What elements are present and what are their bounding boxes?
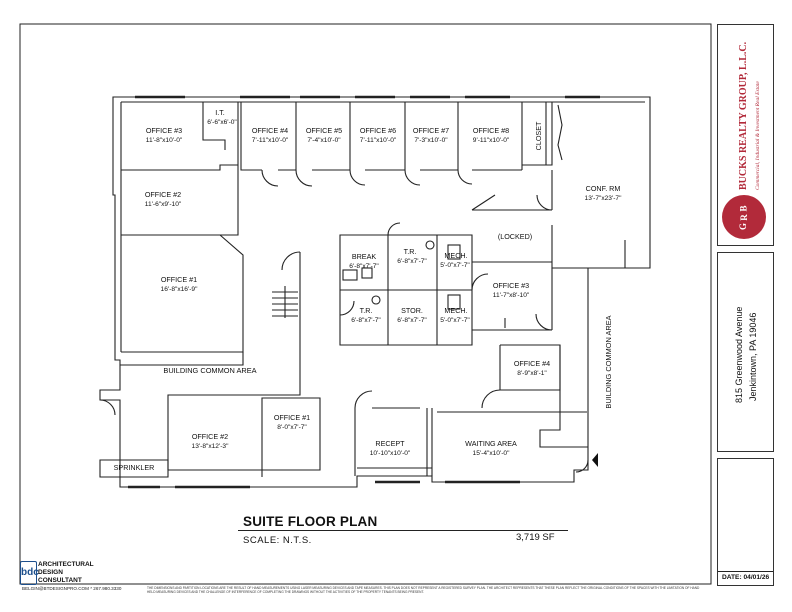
- room-stor-name: STOR.: [401, 306, 423, 315]
- room-break-dim: 6'-8"x7'-7": [349, 263, 379, 270]
- date-panel: [717, 458, 774, 586]
- room-office5-dim: 7'-4"x10'-0": [307, 137, 341, 144]
- room-office2-bottom-name: OFFICE #2: [192, 432, 228, 441]
- room-office4-top-name: OFFICE #4: [252, 126, 288, 135]
- plan-title: SUITE FLOOR PLAN: [243, 514, 378, 529]
- room-office1-left-name: OFFICE #1: [161, 275, 197, 284]
- plan-scale: SCALE: N.T.S.: [243, 535, 312, 546]
- room-mech1-dim: 5'-0"x7'-7": [440, 262, 470, 269]
- room-bca-right-name: BUILDING COMMON AREA: [604, 315, 613, 408]
- room-sprinkler-name: SPRINKLER: [114, 463, 155, 472]
- room-stor-dim: 6'-8"x7'-7": [397, 317, 427, 324]
- room-office5-name: OFFICE #5: [306, 126, 342, 135]
- walls: [99, 95, 651, 489]
- room-office3-right-dim: 11'-7"x8'-10": [493, 292, 530, 299]
- room-recept-dim: 10'-10"x10'-0": [370, 450, 411, 457]
- room-office2-left-dim: 11'-6"x9'-10": [145, 201, 182, 208]
- room-waiting-dim: 15'-4"x10'-0": [473, 450, 511, 457]
- room-office3-right-name: OFFICE #3: [493, 281, 529, 290]
- room-mech2-name: MECH.: [444, 306, 467, 315]
- designer-name: ARCHITECTURAL DESIGN CONSULTANT: [38, 561, 94, 585]
- room-recept-name: RECEPT: [375, 439, 405, 448]
- room-closet-name: CLOSET: [534, 121, 543, 150]
- entry-arrow-icon: [592, 453, 598, 467]
- logo-letter: B: [738, 204, 749, 212]
- room-office2-left-name: OFFICE #2: [145, 190, 181, 199]
- room-it-name: I.T.: [215, 108, 225, 117]
- sheet-border: [19, 23, 712, 585]
- company-tagline: Commercial, Industrial & Investment Real…: [755, 81, 761, 190]
- room-mech2-dim: 5'-0"x7'-7": [440, 317, 470, 324]
- designer-name-line: ARCHITECTURAL: [38, 561, 94, 568]
- room-office6-name: OFFICE #6: [360, 126, 396, 135]
- room-tr1-name: T.R.: [404, 247, 417, 256]
- room-office3-left-dim: 11'-8"x10'-0": [146, 137, 183, 144]
- room-office2-bottom-dim: 13'-8"x12'-3": [192, 443, 230, 450]
- room-office7-dim: 7'-3"x10'-0": [414, 137, 448, 144]
- room-office4-right-dim: 8'-9"x8'-1": [517, 370, 547, 377]
- designer-name-line: CONSULTANT: [38, 577, 82, 584]
- room-it-dim: 6'-6"x6'-0": [207, 119, 237, 126]
- address-panel: 815 Greenwood Avenue Jenkintown, PA 1904…: [717, 252, 774, 452]
- room-tr1-dim: 6'-8"x7'-7": [397, 258, 427, 265]
- company-name: BUCKS REALTY GROUP, L.L.C.: [738, 41, 749, 190]
- room-office4-right-name: OFFICE #4: [514, 359, 550, 368]
- room-office1-bottom-dim: 8'-0"x7'-7": [277, 424, 307, 431]
- logo-letter: R: [738, 213, 749, 221]
- room-tr2-dim: 6'-8"x7'-7": [351, 317, 381, 324]
- title-underline: [238, 530, 568, 532]
- address-line-2: Jenkintown, PA 19046: [748, 312, 758, 401]
- company-panel: B R G BUCKS REALTY GROUP, L.L.C. Commerc…: [717, 24, 774, 246]
- room-office8-dim: 9'-11"x10'-0": [473, 137, 510, 144]
- date-divider: [718, 571, 773, 572]
- designer-contact: BELGIN@BTDESIGNPRO.COM * 267.980.3330: [22, 586, 122, 591]
- designer-name-line: DESIGN: [38, 569, 63, 576]
- designer-logo-icon: bdc: [20, 561, 39, 585]
- room-office8-name: OFFICE #8: [473, 126, 509, 135]
- room-conf-name: CONF. RM: [586, 184, 621, 193]
- logo-letter: G: [738, 222, 749, 230]
- room-tr2-name: T.R.: [360, 306, 373, 315]
- disclaimer-text: THE DIMENSIONS AND PARTITION LOCATIONS A…: [147, 586, 700, 594]
- room-office1-left-dim: 16'-8"x16'-9": [161, 286, 199, 293]
- room-waiting-name: WAITING AREA: [465, 439, 517, 448]
- room-break-name: BREAK: [352, 252, 377, 261]
- room-office3-left-name: OFFICE #3: [146, 126, 182, 135]
- room-mech1-name: MECH.: [444, 251, 467, 260]
- room-office4-top-dim: 7'-11"x10'-0": [252, 137, 289, 144]
- room-labels: OFFICE #3 11'-8"x10'-0" I.T. 6'-6"x6'-0"…: [114, 108, 622, 472]
- plan-area: 3,719 SF: [516, 532, 555, 543]
- room-office7-name: OFFICE #7: [413, 126, 449, 135]
- brg-logo-icon: B R G: [722, 195, 766, 239]
- room-locked-name: (LOCKED): [498, 232, 532, 241]
- address-line-1: 815 Greenwood Avenue: [734, 306, 744, 403]
- room-office1-bottom-name: OFFICE #1: [274, 413, 310, 422]
- room-bca-left-name: BUILDING COMMON AREA: [163, 366, 256, 375]
- room-office6-dim: 7'-11"x10'-0": [360, 137, 397, 144]
- plan-date: DATE: 04/01/26: [722, 574, 770, 581]
- room-conf-dim: 13'-7"x23'-7": [585, 195, 623, 202]
